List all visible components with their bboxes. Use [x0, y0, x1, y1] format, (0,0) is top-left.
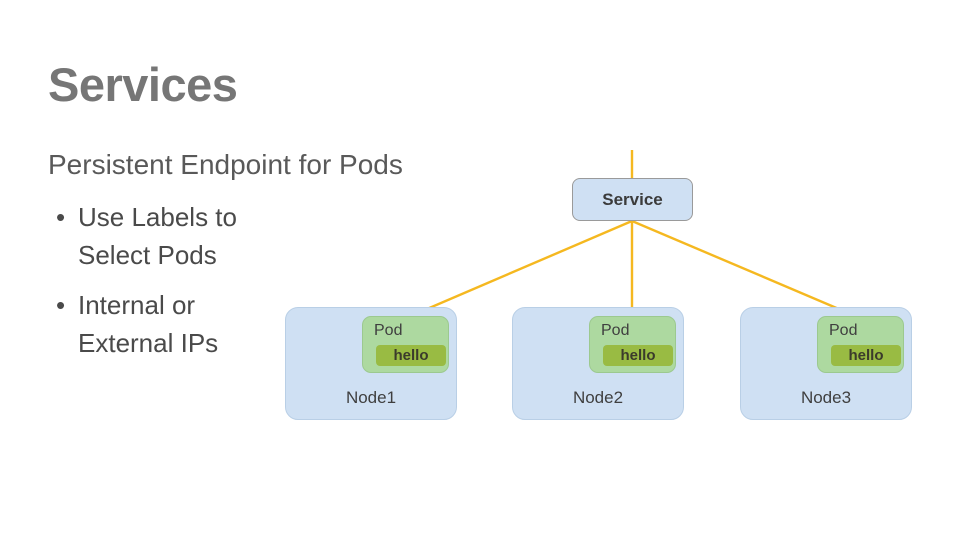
pod-box[interactable]: Pod hello	[817, 316, 904, 373]
bullet-dot-icon: •	[56, 202, 66, 232]
list-item: • Internal or External IPs	[56, 286, 356, 362]
pod-label: Pod	[374, 322, 403, 339]
service-node[interactable]: Service	[572, 178, 693, 221]
container-chip[interactable]: hello	[831, 345, 901, 366]
edge-service-to-node1-pod	[405, 219, 633, 320]
bullet-list: • Use Labels to Select Pods • Internal o…	[56, 198, 356, 374]
edge-service-to-node3-pod	[631, 219, 861, 320]
bullet-dot-icon: •	[56, 290, 66, 320]
list-item: • Use Labels to Select Pods	[56, 198, 356, 274]
container-chip[interactable]: hello	[603, 345, 673, 366]
bullet-text: Use Labels to Select Pods	[78, 202, 237, 270]
pod-box[interactable]: Pod hello	[362, 316, 449, 373]
container-chip[interactable]: hello	[376, 345, 446, 366]
node-box-node2[interactable]: Pod hello Node2	[512, 307, 684, 420]
pod-box[interactable]: Pod hello	[589, 316, 676, 373]
container-label: hello	[620, 347, 656, 364]
slide-subtitle: Persistent Endpoint for Pods	[48, 149, 403, 180]
container-label: hello	[393, 347, 429, 364]
node-label: Node2	[572, 388, 624, 407]
bullet-text: Internal or External IPs	[78, 290, 219, 358]
service-label: Service	[602, 189, 663, 209]
pod-label: Pod	[829, 322, 858, 339]
node-box-node3[interactable]: Pod hello Node3	[740, 307, 912, 420]
node-label: Node3	[800, 388, 852, 407]
container-label: hello	[848, 347, 884, 364]
page-title: Services	[48, 58, 238, 111]
pod-label: Pod	[601, 322, 630, 339]
node-label: Node1	[345, 388, 397, 407]
